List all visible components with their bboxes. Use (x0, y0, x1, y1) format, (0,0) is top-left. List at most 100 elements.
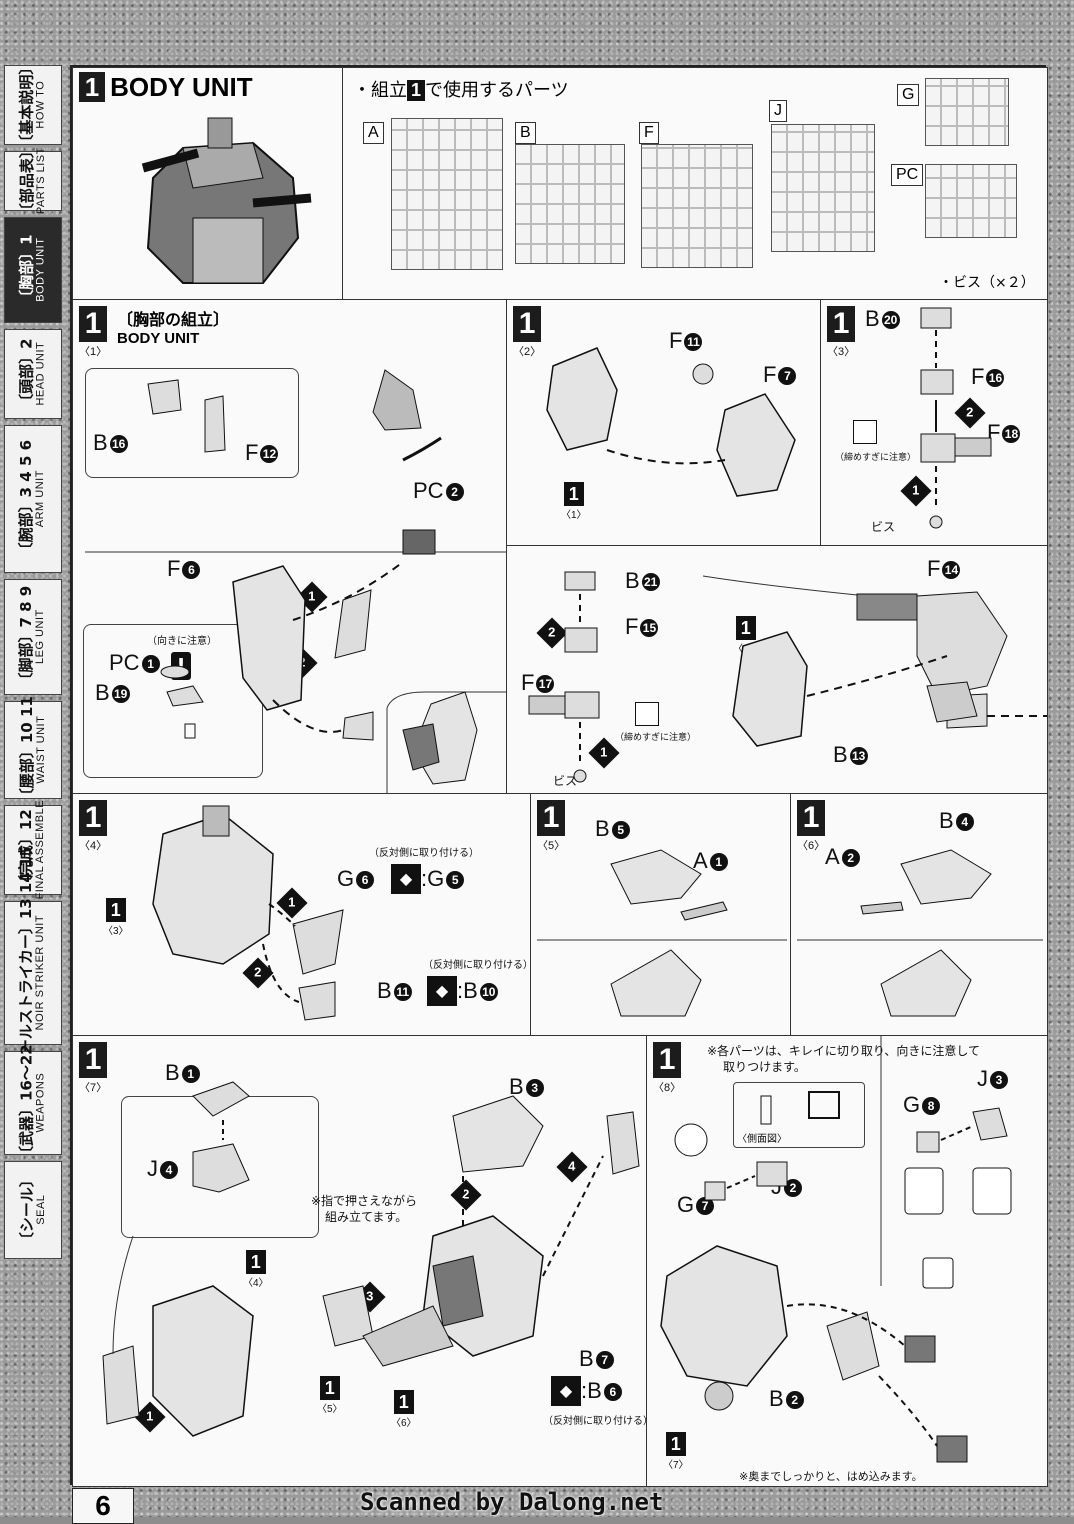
step-1-1-subbox (85, 368, 299, 478)
parts-heading-step: 1 (407, 80, 426, 101)
parts-heading-post: で使用するパーツ (425, 80, 569, 101)
step-1-1-jp-title: 〔胸部の組立〕 (117, 310, 230, 329)
step-1-4-number: 1〈4〉 (79, 800, 108, 852)
runner-a-sprue (391, 118, 503, 270)
scan-credit: Scanned by Dalong.net (360, 1488, 664, 1516)
header-step-number: 1 (79, 72, 105, 102)
runner-label-f: F (639, 122, 659, 144)
press-in-note: ※奥までしっかりと、はめ込みます。 (739, 1470, 923, 1483)
ref-step-1-6: 1〈6〉 (391, 1390, 417, 1429)
screwdriver-icon (853, 420, 877, 444)
runner-g-sprue (925, 78, 1009, 146)
sidebar-tab-label: 〔基本説明〕 (17, 59, 36, 150)
runner-label-j: J (769, 100, 787, 122)
parts-heading-pre: ・組立 (353, 80, 407, 101)
tighten-note: （締めすぎに注意） (835, 453, 917, 463)
sidebar-tab-english: BODY UNIT (34, 237, 47, 303)
step-1-2-diagram (546, 347, 796, 497)
step-1-7-diagram (102, 1081, 640, 1437)
ref-step-1-7: 1〈7〉 (663, 1432, 689, 1471)
sidebar-tab-label: 〔部品表〕 (17, 143, 36, 219)
runner-pc-sprue (925, 164, 1017, 238)
step-1-1-number: 1〈1〉 (79, 306, 108, 358)
sidebar-tab-seal[interactable]: 〔シール〕SEAL (4, 1161, 62, 1259)
ref-step-1-5: 1〈5〉 (317, 1376, 343, 1415)
sidebar-tab-english: SEAL (34, 1194, 47, 1226)
sidebar-tab-label: 〔武器〕16〜22 (17, 1044, 36, 1162)
sidebar-tab-label: 〔腰部〕10 11 (17, 696, 36, 804)
runner-j-sprue (771, 124, 875, 252)
step-1-3-number: 1〈3〉 (827, 306, 856, 358)
step-1-2-number: 1〈2〉 (513, 306, 542, 358)
step-1-6-number: 1〈6〉 (797, 800, 826, 852)
sidebar-tab-english: WEAPONS (34, 1073, 47, 1133)
screw-label-s3: ビス (871, 520, 896, 534)
sidebar-tab-how-to[interactable]: 〔基本説明〕HOW TO (4, 60, 62, 150)
hold-note-2: 組み立てます。 (325, 1210, 408, 1224)
screw-label-s3b: ビス (553, 774, 578, 788)
opposite-side-note-1: （反対側に取り付ける） (369, 848, 479, 859)
sidebar-tab-parts-list[interactable]: 〔部品表〕PARTS LIST (4, 143, 62, 219)
step-1-6-diagram (797, 849, 1043, 1017)
step-1-5-number: 1〈5〉 (537, 800, 566, 852)
step-1-3-diagram (920, 307, 992, 529)
sidebar-tab-label: 〔腕部〕3 4 5 6 (17, 440, 36, 558)
header-title-panel: 1 BODY UNIT (72, 67, 344, 301)
header-title: BODY UNIT (110, 72, 253, 102)
body-unit-illustration (141, 117, 312, 284)
ref-step-1-4: 1〈4〉 (243, 1250, 269, 1289)
mirror-swap-icon-2: ◆ (427, 976, 457, 1006)
opposite-side-note-2: （反対側に取り付ける） (423, 960, 532, 971)
sidebar-tab-english: ARM UNIT (34, 470, 47, 528)
step-1-3b-diagram (528, 571, 1047, 783)
screwdriver-icon-2 (635, 702, 659, 726)
step-1-8-diagram (660, 1036, 1012, 1463)
cut-note-1: ※各パーツは、キレイに切り取り、向きに注意して (707, 1044, 980, 1058)
runner-label-b: B (515, 122, 536, 144)
opposite-side-note-3: （反対側に取り付ける） (543, 1416, 648, 1427)
step-1-8-panel: 1〈8〉 ※各パーツは、キレイに切り取り、向きに注意して 取りつけます。 〈側面… (646, 1035, 1048, 1487)
step-1-3b-panel: B21 F15 F17 （締めすぎに注意） 2 1 ビス F14 B13 1〈2… (506, 545, 1048, 795)
step-1-8-number: 1〈8〉 (653, 1042, 682, 1094)
runner-label-a: A (363, 122, 384, 144)
sidebar-tab-english: WAIST UNIT (34, 716, 47, 784)
step-1-1-en-title: BODY UNIT (117, 330, 200, 347)
step-1-1-diagram (85, 369, 507, 794)
sidebar-tab-label: 〔脚部〕7 8 9 (17, 586, 36, 688)
step-1-7-number: 1〈7〉 (79, 1042, 108, 1094)
